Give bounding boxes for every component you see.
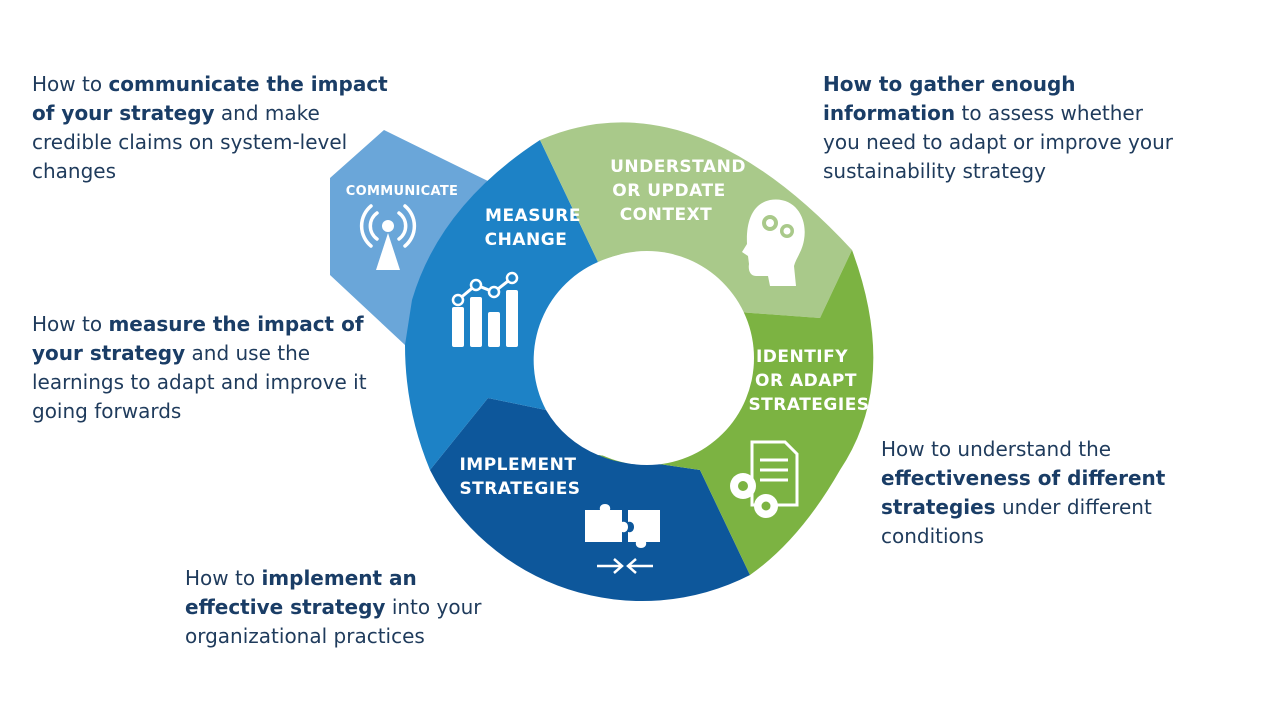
gather-desc-post: to assess whether you need to adapt or i… (823, 101, 1174, 183)
measure-segment (405, 140, 598, 470)
growth-chart-icon (451, 271, 519, 347)
puzzle-pieces-icon (585, 504, 660, 574)
gather-desc-bold: How to gather enough information (823, 72, 1076, 125)
implement-segment (430, 398, 750, 602)
gather-description: How to gather enough information to asse… (823, 70, 1183, 186)
implement-desc-pre: How to (185, 566, 262, 590)
communicate-desc-bold: communicate the impact of your strategy (32, 72, 388, 125)
understand-label-line2: OR UPDATE (612, 181, 725, 201)
communicate-description: How to communicate the impact of your st… (32, 70, 402, 186)
measure-desc-post: and use the learnings to adapt and impro… (32, 341, 367, 423)
understand-label-line3: CONTEXT (620, 205, 713, 225)
implement-label-line2: STRATEGIES (459, 479, 580, 499)
understand-description: How to understand the effectiveness of d… (881, 435, 1251, 551)
understand-label-line1: UNDERSTAND (610, 157, 746, 177)
implement-desc-bold: implement an effective strategy (185, 566, 417, 619)
implement-label-line1: IMPLEMENT (459, 455, 576, 475)
understand-desc-pre: How to understand the (881, 437, 1112, 461)
identify-label-line3: STRATEGIES (748, 395, 869, 415)
measure-desc-bold: measure the impact of your strategy (32, 312, 364, 365)
measure-label-line2: CHANGE (485, 230, 568, 250)
head-gears-icon (742, 199, 805, 286)
understand-desc-post: under different conditions (881, 495, 1152, 548)
measure-description: How to measure the impact of your strate… (32, 310, 402, 426)
communicate-label: COMMUNICATE (346, 184, 458, 199)
document-gears-icon (730, 440, 799, 518)
identify-label-line1: IDENTIFY (756, 347, 848, 367)
cycle-center (540, 251, 754, 465)
broadcast-tower-icon (359, 204, 417, 270)
communicate-desc-post: and make credible claims on system-level… (32, 101, 348, 183)
understand-desc-bold: effectiveness of different strategies (881, 466, 1166, 519)
implement-description: How to implement an effective strategy i… (185, 564, 515, 651)
implement-desc-post: into your organizational practices (185, 595, 482, 648)
measure-desc-pre: How to (32, 312, 109, 336)
communicate-desc-pre: How to (32, 72, 109, 96)
identify-label-line2: OR ADAPT (755, 371, 857, 391)
measure-label-line1: MEASURE (485, 206, 581, 226)
